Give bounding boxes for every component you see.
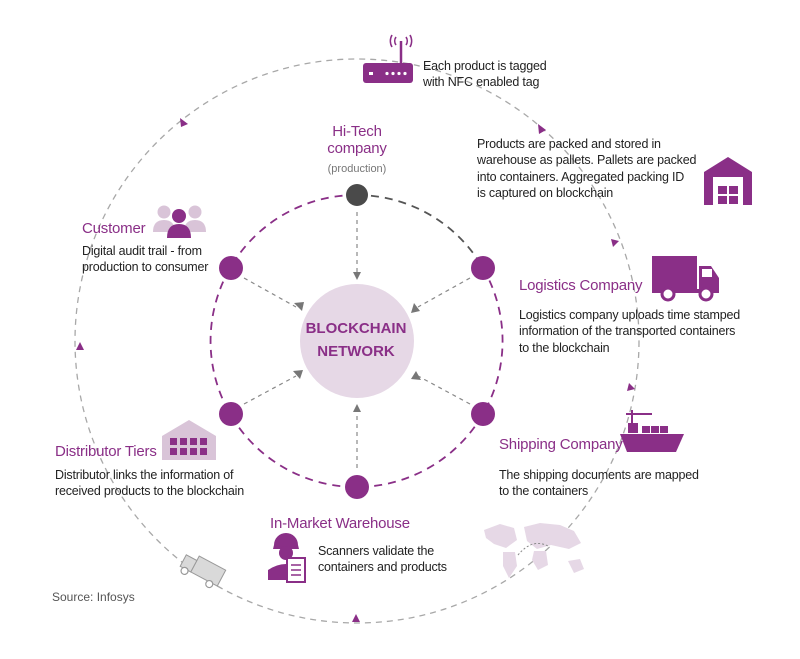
node-warehouse bbox=[345, 475, 369, 499]
logistics-title: Logistics Company bbox=[519, 277, 643, 294]
center-line2: NETWORK bbox=[317, 342, 395, 360]
node-distributor bbox=[219, 402, 243, 426]
shipping-desc: The shipping documents are mapped to the… bbox=[499, 467, 699, 500]
customer-desc-line2: production to consumer bbox=[82, 260, 209, 275]
packing-line2: warehouse as pallets. Pallets are packed bbox=[477, 153, 697, 168]
inner-circle-grey-arc bbox=[356, 194, 484, 269]
blockchain-network-circle bbox=[300, 284, 414, 398]
logistics-desc-line1: Logistics company uploads time stamped bbox=[519, 308, 740, 322]
source-label: Source: Infosys bbox=[52, 590, 135, 604]
hitech-subtitle: (production) bbox=[327, 163, 387, 175]
node-customer bbox=[219, 256, 243, 280]
distributor-desc: Distributor links the information of rec… bbox=[55, 467, 244, 500]
logistics-desc-line2: information of the transported container… bbox=[519, 324, 736, 339]
logistics-desc-line3: to the blockchain bbox=[519, 340, 610, 355]
warehouse-desc-line1: Scanners validate the bbox=[318, 544, 435, 558]
spoke-arrowheads bbox=[293, 272, 421, 412]
packing-line1: Products are packed and stored in bbox=[477, 137, 661, 151]
distributor-building-icon bbox=[162, 420, 216, 460]
spokes bbox=[243, 212, 471, 468]
outer-cycle-arrows bbox=[76, 118, 635, 622]
world-map-icon bbox=[484, 523, 584, 578]
worker-icon bbox=[268, 533, 306, 583]
packing-line3: into containers. Aggregated packing ID bbox=[477, 169, 685, 184]
node-shipping bbox=[471, 402, 495, 426]
router-icon bbox=[363, 34, 413, 83]
distributor-desc-line2: received products to the blockchain bbox=[55, 484, 244, 499]
people-icon bbox=[153, 205, 206, 238]
node-logistics bbox=[471, 256, 495, 280]
nfc-line2: with NFC enabled tag bbox=[423, 75, 540, 90]
shipping-desc-line2: to the containers bbox=[499, 484, 589, 499]
hitech-title: Hi-Tech company bbox=[307, 123, 407, 158]
center-line1: BLOCKCHAIN bbox=[305, 320, 407, 337]
customer-desc: Digital audit trail - from production to… bbox=[82, 243, 208, 276]
shipping-desc-line1: The shipping documents are mapped bbox=[499, 468, 699, 482]
blockchain-network-label: BLOCKCHAIN NETWORK bbox=[300, 318, 412, 363]
warehouse-desc-line2: containers and products bbox=[318, 560, 447, 575]
distributor-title: Distributor Tiers bbox=[55, 443, 157, 460]
node-hitech bbox=[346, 184, 368, 206]
inner-circle-purple-arc bbox=[209, 194, 504, 488]
warehouse-title: In-Market Warehouse bbox=[270, 515, 410, 532]
truck-icon bbox=[652, 256, 719, 302]
outer-cycle-path bbox=[74, 58, 640, 624]
distributor-desc-line1: Distributor links the information of bbox=[55, 468, 234, 482]
packing-step-text: Products are packed and stored in wareho… bbox=[477, 136, 696, 201]
nfc-step-text: Each product is tagged with NFC enabled … bbox=[423, 58, 547, 91]
logistics-desc: Logistics company uploads time stamped i… bbox=[519, 307, 740, 356]
ship-icon bbox=[620, 410, 684, 452]
warehouse-icon bbox=[704, 157, 752, 205]
hitech-title-line1: Hi-Tech bbox=[332, 123, 382, 140]
customer-desc-line1: Digital audit trail - from bbox=[82, 244, 202, 258]
delivery-truck-icon bbox=[179, 554, 227, 589]
nfc-line1: Each product is tagged bbox=[423, 59, 547, 73]
customer-title: Customer bbox=[82, 220, 146, 237]
hitech-title-line2: company bbox=[327, 140, 387, 158]
shipping-title: Shipping Company bbox=[499, 436, 623, 453]
packing-line4: is captured on blockchain bbox=[477, 185, 614, 200]
warehouse-desc: Scanners validate the containers and pro… bbox=[318, 543, 447, 576]
